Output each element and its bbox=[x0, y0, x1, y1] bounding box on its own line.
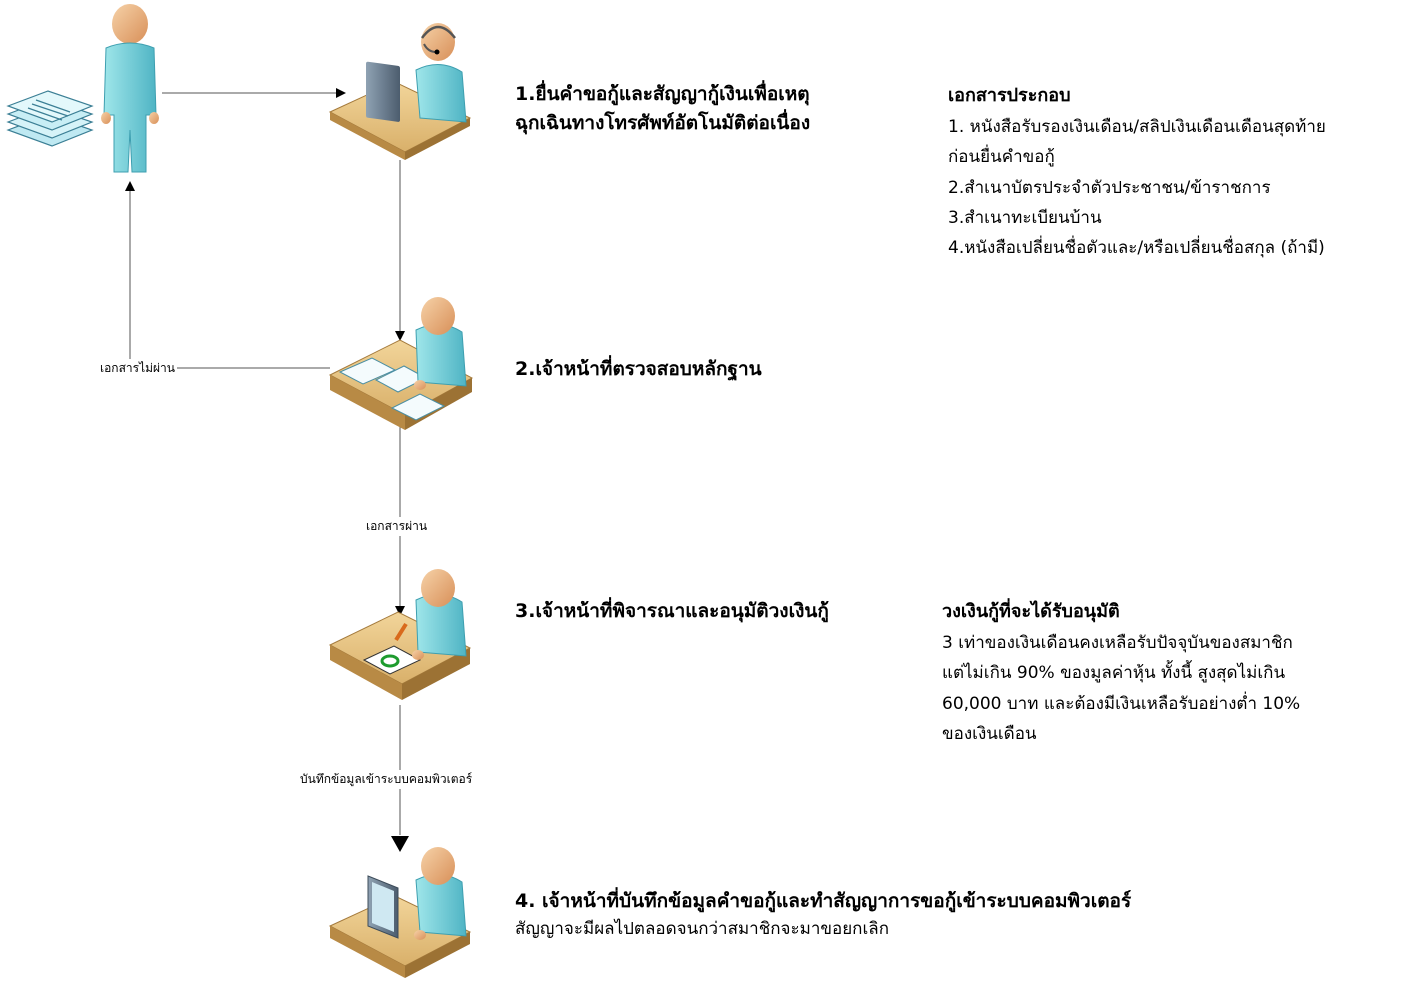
loan-limit-title: วงเงินกู้ที่จะได้รับอนุมัติ bbox=[942, 601, 1120, 622]
loan-limit-line-2: แต่ไม่เกิน 90% ของมูลค่าหุ้น ทั้งนี้ สูง… bbox=[942, 663, 1286, 684]
step-1-line-2: ฉุกเฉินทางโทรศัพท์อัตโนมัติต่อเนื่อง bbox=[515, 112, 811, 135]
loan-limit-line-1: 3 เท่าของเงินเดือนคงเหลือรับปัจจุบันของส… bbox=[942, 633, 1293, 654]
step-4-block: 4. เจ้าหน้าที่บันทึกข้อมูลคำขอกู้และทำสั… bbox=[515, 887, 1131, 943]
approver-icon bbox=[328, 569, 472, 700]
loan-limit-line-3: 60,000 บาท และต้องมีเงินเหลือรับอย่างต่ำ… bbox=[942, 693, 1301, 714]
label-docs-pass: เอกสารผ่าน bbox=[364, 517, 430, 536]
label-record-computer: บันทึกข้อมูลเข้าระบบคอมพิวเตอร์ bbox=[298, 770, 475, 789]
step-3-title: 3.เจ้าหน้าที่พิจารณาและอนุมัติวงเงินกู้ bbox=[515, 600, 829, 622]
documents-item-1: 1. หนังสือรับรองเงินเดือน/สลิปเงินเดือนเ… bbox=[948, 117, 1326, 138]
document-checker-icon bbox=[328, 297, 474, 430]
step-1-line-1: 1.ยื่นคำขอกู้และสัญญากู้เงินเพื่อเหตุ bbox=[515, 83, 810, 105]
documents-panel: เอกสารประกอบ 1. หนังสือรับรองเงินเดือน/ส… bbox=[948, 80, 1326, 263]
loan-limit-line-4: ของเงินเดือน bbox=[942, 723, 1037, 744]
phone-operator-computer-icon bbox=[328, 23, 472, 160]
step-1-title: 1.ยื่นคำขอกู้และสัญญากู้เงินเพื่อเหตุ ฉุ… bbox=[515, 80, 810, 139]
loan-limit-panel: วงเงินกู้ที่จะได้รับอนุมัติ 3 เท่าของเงิ… bbox=[942, 596, 1300, 749]
label-docs-fail: เอกสารไม่ผ่าน bbox=[98, 359, 177, 378]
applicant-person-icon bbox=[101, 4, 159, 173]
connectors bbox=[125, 88, 405, 835]
data-entry-computer-icon bbox=[328, 847, 472, 978]
documents-item-1-cont: ก่อนยื่นคำขอกู้ bbox=[948, 147, 1055, 168]
documents-item-4: 4.หนังสือเปลี่ยนชื่อตัวและ/หรือเปลี่ยนชื… bbox=[948, 238, 1325, 259]
document-stack-icon bbox=[6, 90, 94, 147]
documents-item-3: 3.สำเนาทะเบียนบ้าน bbox=[948, 207, 1102, 228]
step-4-note: สัญญาจะมีผลไปตลอดจนกว่าสมาชิกจะมาขอยกเลิ… bbox=[515, 919, 889, 940]
connector-fail-return bbox=[125, 181, 330, 369]
documents-item-2: 2.สำเนาบัตรประจำตัวประชาชน/ข้าราชการ bbox=[948, 177, 1271, 198]
step-4-title: 4. เจ้าหน้าที่บันทึกข้อมูลคำขอกู้และทำสั… bbox=[515, 890, 1132, 912]
step-2-title: 2.เจ้าหน้าที่ตรวจสอบหลักฐาน bbox=[515, 358, 762, 380]
arrowhead-large-icon bbox=[391, 836, 409, 852]
documents-title: เอกสารประกอบ bbox=[948, 85, 1071, 106]
